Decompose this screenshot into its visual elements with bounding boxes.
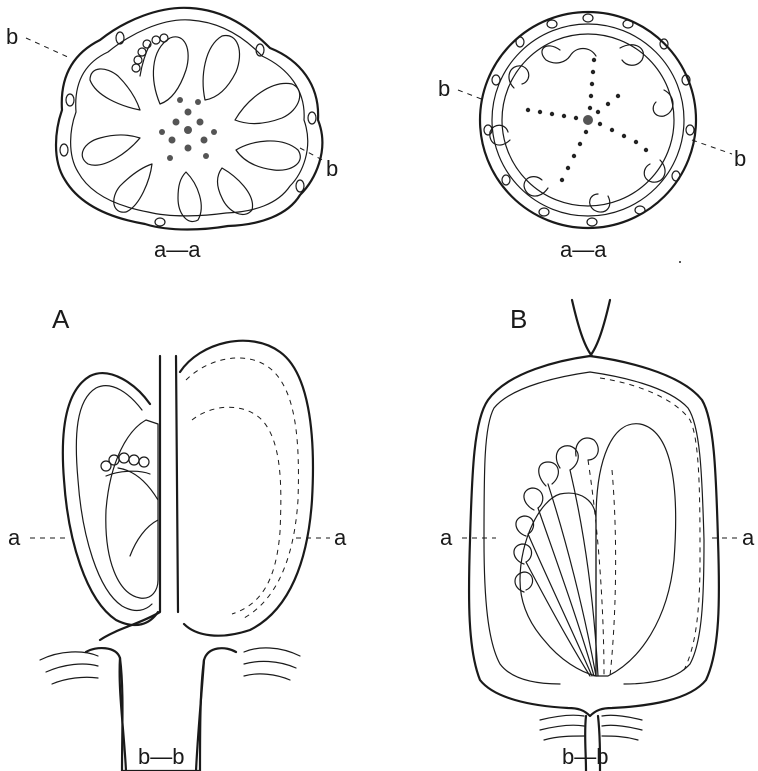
label-a-left: a (440, 525, 453, 550)
label-b-right: b (734, 146, 746, 171)
label-a-right: a (742, 525, 755, 550)
funicles (526, 460, 616, 676)
cut-line-b-left (26, 38, 70, 58)
label-a-right: a (334, 525, 347, 550)
panel-letter-a: A (52, 304, 70, 334)
long-section-label: b—b (138, 744, 184, 769)
radial-arms (526, 58, 648, 182)
ovules-cluster (101, 453, 158, 556)
cut-line-b-left (458, 90, 484, 100)
panel-a-longitudinal-section: A a a b—b (8, 304, 347, 771)
section-label: a—a (560, 237, 607, 262)
placental-lobes (490, 45, 673, 212)
panel-b-cross-section: b b a—a (438, 12, 746, 263)
label-b-left: b (438, 76, 450, 101)
label-b-right: b (326, 156, 338, 181)
label-a-left: a (8, 525, 21, 550)
ovules-cluster (132, 34, 168, 76)
ovules-cluster (514, 438, 598, 592)
long-section-label: b—b (562, 744, 608, 769)
label-b-left: b (6, 24, 18, 49)
central-bundles (159, 97, 217, 161)
panel-letter-b: B (510, 304, 527, 334)
cut-line-b-right (692, 140, 732, 154)
panel-b-longitudinal-section: B (440, 300, 755, 771)
section-label: a—a (154, 237, 201, 262)
panel-a-cross-section: b b a—a (6, 8, 338, 262)
